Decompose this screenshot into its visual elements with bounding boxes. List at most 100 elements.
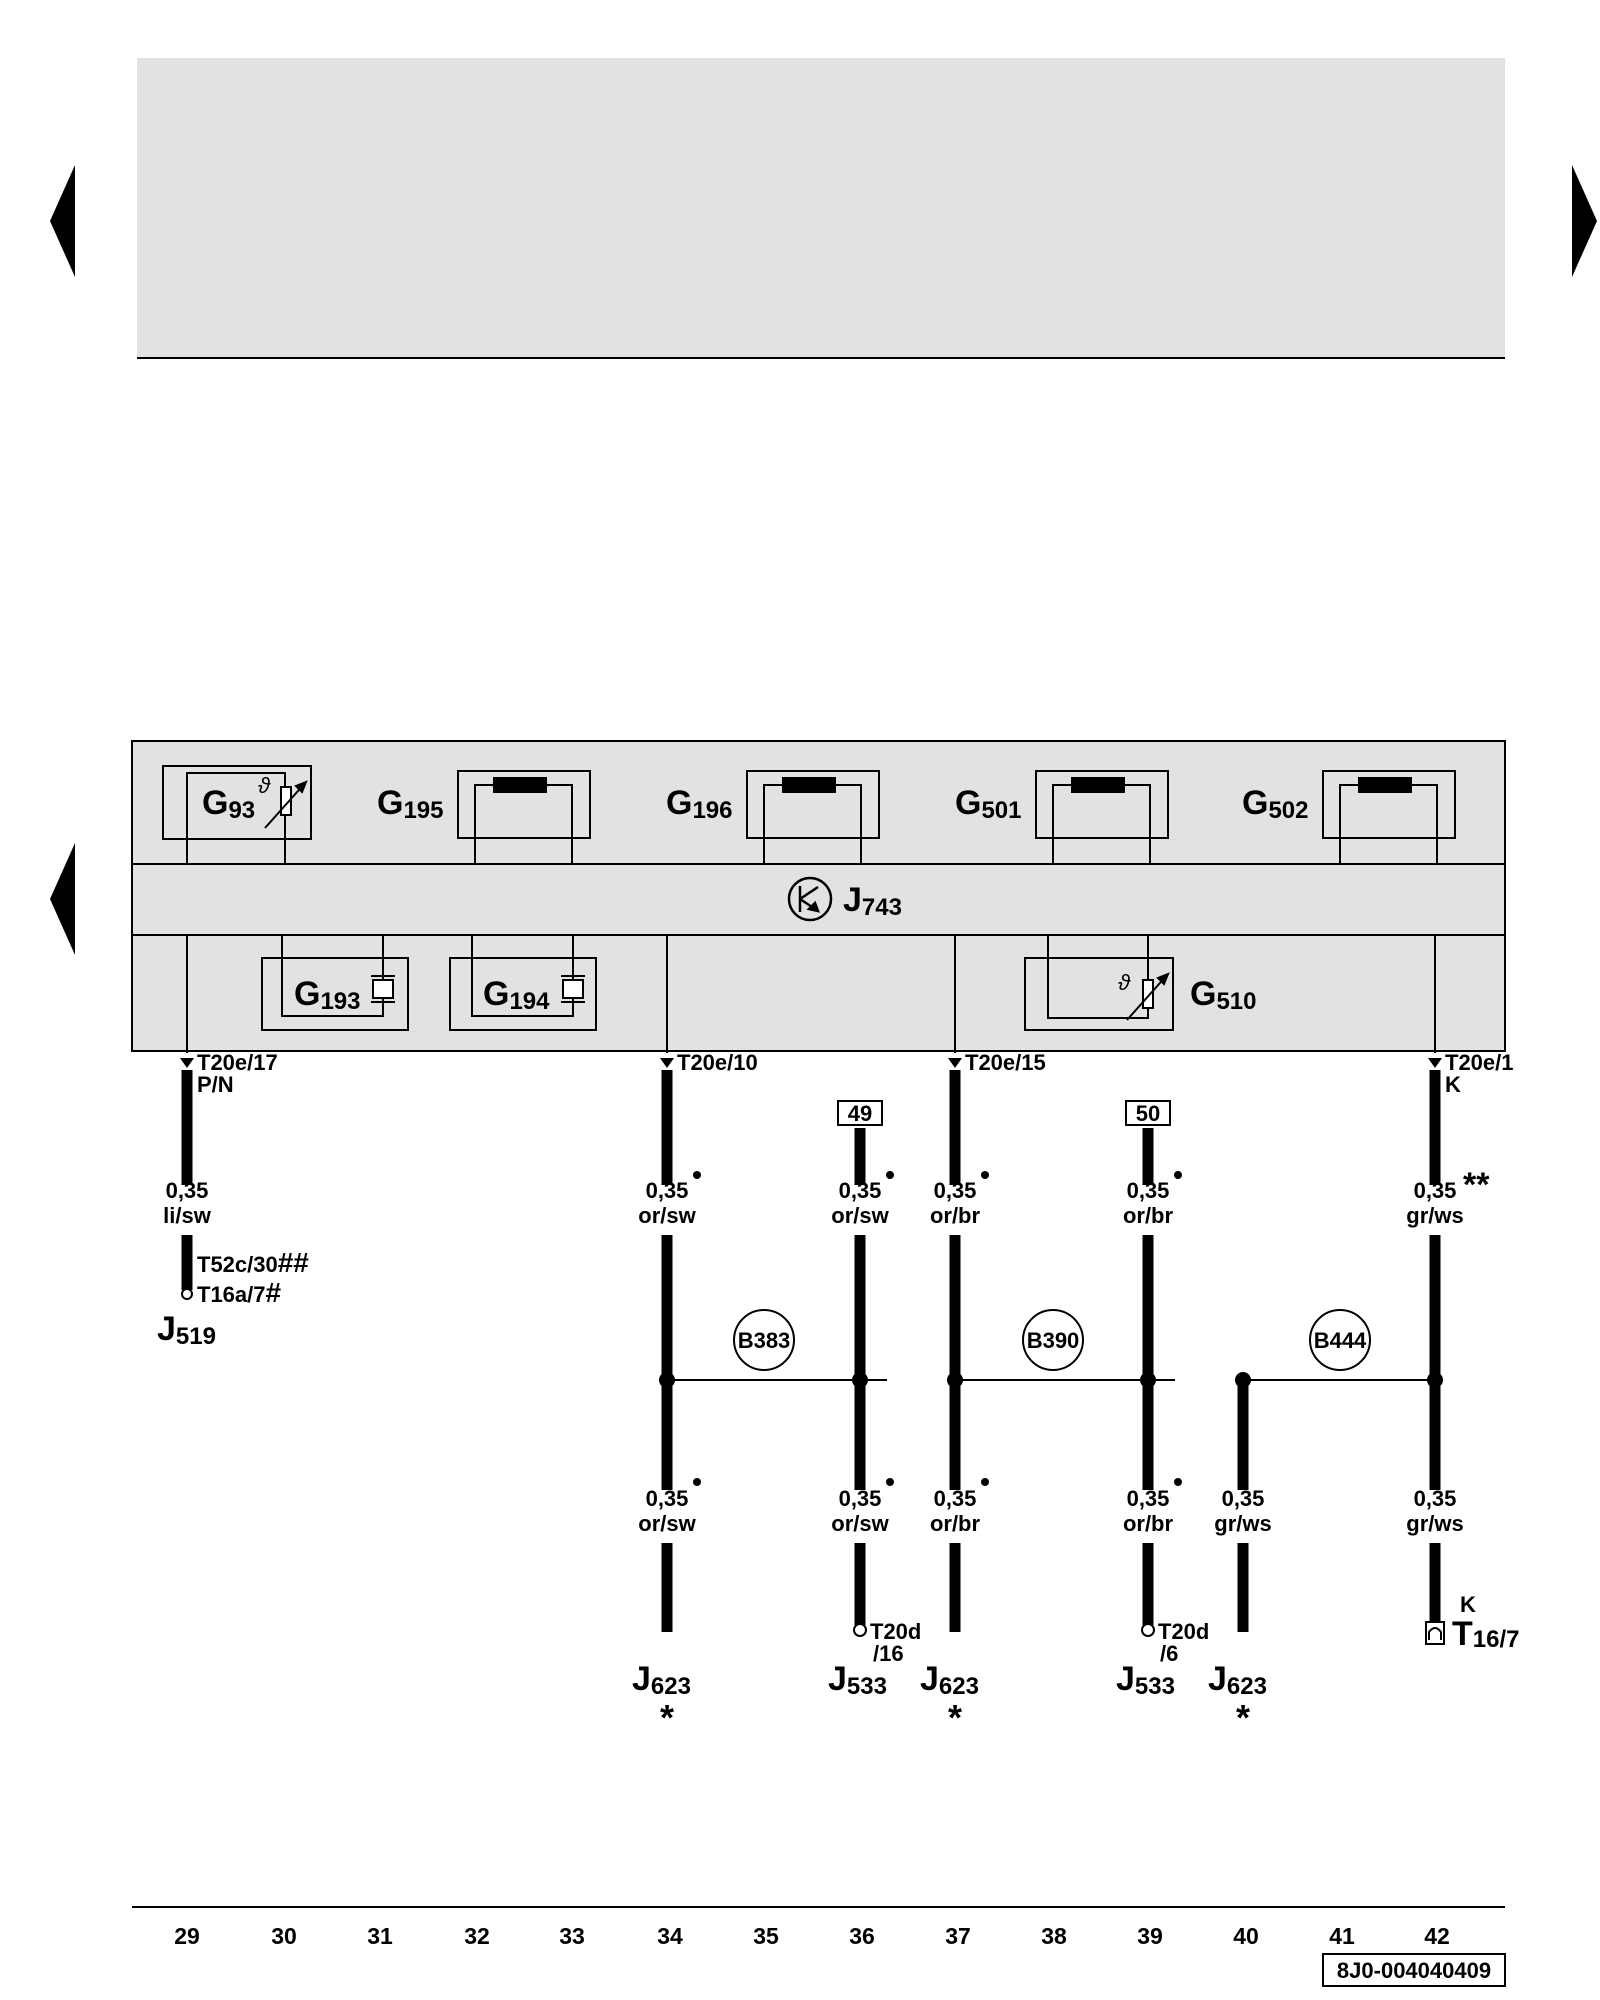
dest-j623-37: J623: [920, 1660, 979, 1700]
track-38: 38: [1041, 1923, 1067, 1949]
track-36: 36: [849, 1923, 875, 1949]
connector-t20d-6-label: T20d: [1158, 1619, 1209, 1644]
junction-dots: [659, 1372, 1443, 1388]
next-page-arrow-icon[interactable]: [1572, 165, 1597, 277]
pin-t20e-17-label: T20e/17: [197, 1050, 278, 1075]
track-37: 37: [945, 1923, 971, 1949]
connector-t20d-16-sub: /16: [873, 1641, 904, 1666]
sensor-g195-label: G195: [377, 784, 444, 824]
sensor-g194-label: G194: [483, 975, 550, 1015]
svg-text:0,35: 0,35: [646, 1178, 689, 1203]
junction-b383: B383: [733, 1309, 795, 1371]
reference-49[interactable]: 49: [837, 1100, 883, 1126]
track-34: 34: [657, 1923, 683, 1949]
svg-text:B390: B390: [1027, 1328, 1080, 1353]
svg-text:0,35: 0,35: [839, 1178, 882, 1203]
sensor-g501-label: G501: [955, 784, 1022, 824]
sensor-g196-label: G196: [666, 784, 733, 824]
svg-text:or/sw: or/sw: [638, 1203, 696, 1228]
current-track-numbers: 29 30 31 32 33 34 35 36 37 38 39 40 41 4…: [174, 1923, 1450, 1949]
pin-arrows: [180, 1058, 1442, 1068]
track-35: 35: [753, 1923, 779, 1949]
dest-j623-40-mark: *: [1236, 1697, 1250, 1738]
svg-text:0,35: 0,35: [166, 1178, 209, 1203]
svg-text:0,35: 0,35: [934, 1178, 977, 1203]
connector-t20d-6-pin: [1141, 1623, 1155, 1637]
svg-text:gr/ws: gr/ws: [1214, 1511, 1271, 1536]
svg-text:0,35: 0,35: [1222, 1486, 1265, 1511]
thick-wires: [181, 1070, 1441, 1632]
dest-j623-37-mark: *: [948, 1697, 962, 1738]
svg-text:8J0-004040409: 8J0-004040409: [1337, 1958, 1491, 1983]
track-31: 31: [367, 1923, 393, 1949]
dest-j623-40: J623: [1208, 1660, 1267, 1700]
svg-text:or/br: or/br: [930, 1511, 981, 1536]
sensor-g196: [746, 770, 880, 864]
pin-t20e-10-label: T20e/10: [677, 1050, 758, 1075]
dest-j519: J519: [157, 1310, 216, 1350]
connector-t16a-pin: [181, 1288, 193, 1300]
sensor-g93: [162, 765, 312, 864]
control-unit-j743-label: J743: [843, 881, 902, 921]
transistor-icon: [787, 876, 833, 922]
dest-j623-34-mark: *: [660, 1697, 674, 1738]
svg-text:or/sw: or/sw: [831, 1203, 889, 1228]
wire-labels-upper: 0,35 li/sw 0,35 or/sw 0,35 or/sw 0,35 or…: [163, 1178, 1464, 1228]
track-33: 33: [559, 1923, 585, 1949]
connector-t20d-16-label: T20d: [870, 1619, 921, 1644]
pin-t20e-1-extra: K: [1445, 1072, 1461, 1097]
track-29: 29: [174, 1923, 200, 1949]
sensor-g510-label: G510: [1190, 975, 1257, 1015]
connector-t16a-label: T16a/7#: [197, 1277, 282, 1308]
pin-t20e-1-label: T20e/1: [1445, 1050, 1514, 1075]
sensor-g93-label: G93: [202, 784, 255, 824]
track-40: 40: [1233, 1923, 1259, 1949]
svg-text:0,35: 0,35: [1414, 1178, 1457, 1203]
connector-t52c-label: T52c/30##: [197, 1247, 309, 1278]
sensor-g510: [1024, 935, 1174, 1031]
svg-text:or/sw: or/sw: [638, 1511, 696, 1536]
svg-text:gr/ws: gr/ws: [1406, 1203, 1463, 1228]
header-panel: [137, 58, 1505, 358]
track-42: 42: [1424, 1923, 1450, 1949]
dest-j623-34: J623: [632, 1660, 691, 1700]
sensor-g510-theta-icon: ϑ: [1118, 970, 1131, 995]
pin-t20e-17-extra: P/N: [197, 1072, 234, 1097]
sensor-g502-label: G502: [1242, 784, 1309, 824]
svg-text:0,35: 0,35: [839, 1486, 882, 1511]
wire-labels-lower: 0,35 or/sw 0,35 or/sw 0,35 or/br 0,35 or…: [638, 1486, 1463, 1536]
svg-text:gr/ws: gr/ws: [1406, 1511, 1463, 1536]
dest-j533-36: J533: [828, 1660, 887, 1700]
sensor-g194: [449, 935, 597, 1031]
svg-text:0,35: 0,35: [934, 1486, 977, 1511]
sensor-g502: [1322, 770, 1456, 864]
sensor-g93-theta-icon: ϑ: [258, 773, 271, 798]
svg-text:or/br: or/br: [1123, 1511, 1174, 1536]
wire-marker-dots: [693, 1171, 1182, 1486]
sensor-g501: [1035, 770, 1169, 864]
svg-text:or/br: or/br: [930, 1203, 981, 1228]
wire-w42-mark: **: [1463, 1166, 1490, 1204]
connector-t16-k-label: K: [1460, 1592, 1476, 1617]
svg-text:li/sw: li/sw: [163, 1203, 212, 1228]
prev-page-arrow-icon[interactable]: [50, 165, 75, 277]
sensor-g193: [261, 935, 409, 1031]
svg-text:B383: B383: [738, 1328, 791, 1353]
svg-text:0,35: 0,35: [646, 1486, 689, 1511]
track-41: 41: [1329, 1923, 1355, 1949]
junction-b390: B390: [1022, 1309, 1084, 1371]
reference-50[interactable]: 50: [1125, 1100, 1171, 1126]
svg-text:49: 49: [848, 1101, 872, 1126]
prev-section-arrow-icon[interactable]: [50, 843, 75, 955]
connector-t20d-16-pin: [853, 1623, 867, 1637]
document-id-box: 8J0-004040409: [1322, 1953, 1506, 1987]
pin-t20e-15-label: T20e/15: [965, 1050, 1046, 1075]
svg-text:or/br: or/br: [1123, 1203, 1174, 1228]
dest-j533-39: J533: [1116, 1660, 1175, 1700]
svg-text:0,35: 0,35: [1414, 1486, 1457, 1511]
junction-b444: B444: [1309, 1309, 1371, 1371]
track-32: 32: [464, 1923, 490, 1949]
sensor-g195: [457, 770, 591, 864]
internal-wires: [186, 935, 1436, 1053]
